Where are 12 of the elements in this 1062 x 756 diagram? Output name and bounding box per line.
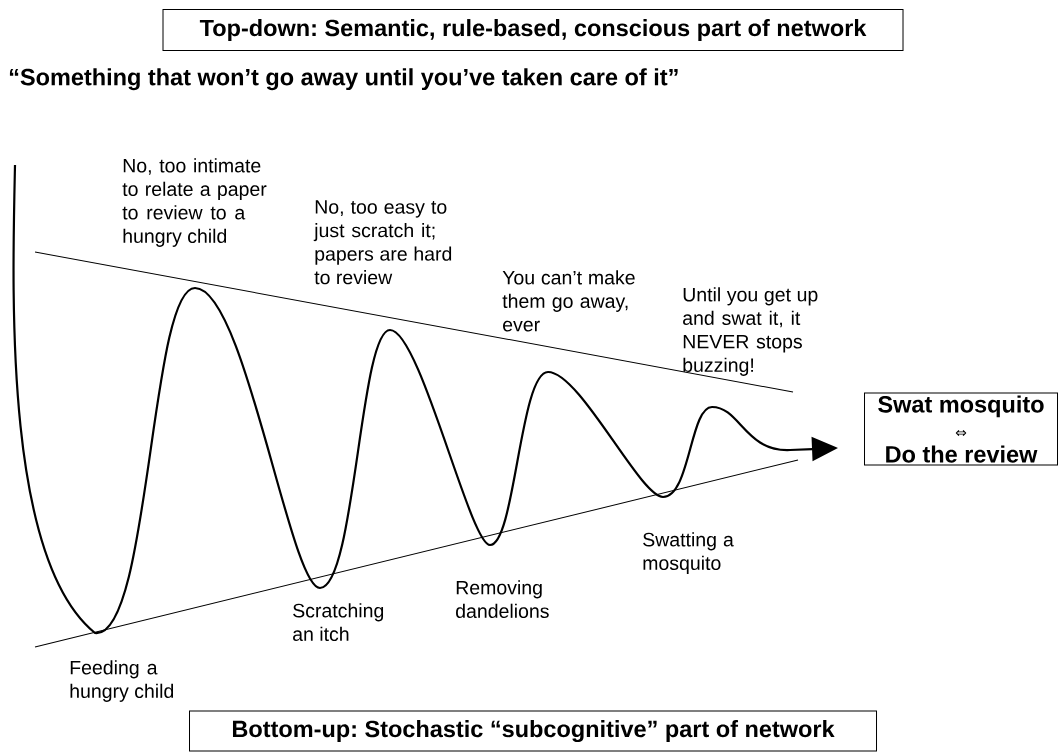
annotation: Removing dandelions [456, 580, 549, 619]
annotation: You can’t make them go away, ever [502, 270, 635, 332]
title: “Something that won’t go away until you’ve taken care of it” [9, 68, 678, 91]
result-box: Swat mosquito ⇔ Do the review [864, 392, 1058, 466]
annotation: No, too intimate to relate a paper to review to a hungry child [122, 158, 267, 247]
heading-box: Top-down: Semantic, rule-based, conscious part of network [162, 9, 904, 51]
annotation: Feeding a hungry child [70, 660, 174, 702]
annotation: No, too easy to just scratch it; papers are hard to review [313, 200, 452, 285]
annotation: Swatting a mosquito [643, 532, 734, 574]
annotation: Scratching an itch [293, 603, 384, 642]
annotation: Until you get up and swat it, it NEVER stops buzzing! [683, 287, 818, 376]
heading-box: Bottom-up: Stochastic “subcognitive” part of network [189, 710, 877, 752]
